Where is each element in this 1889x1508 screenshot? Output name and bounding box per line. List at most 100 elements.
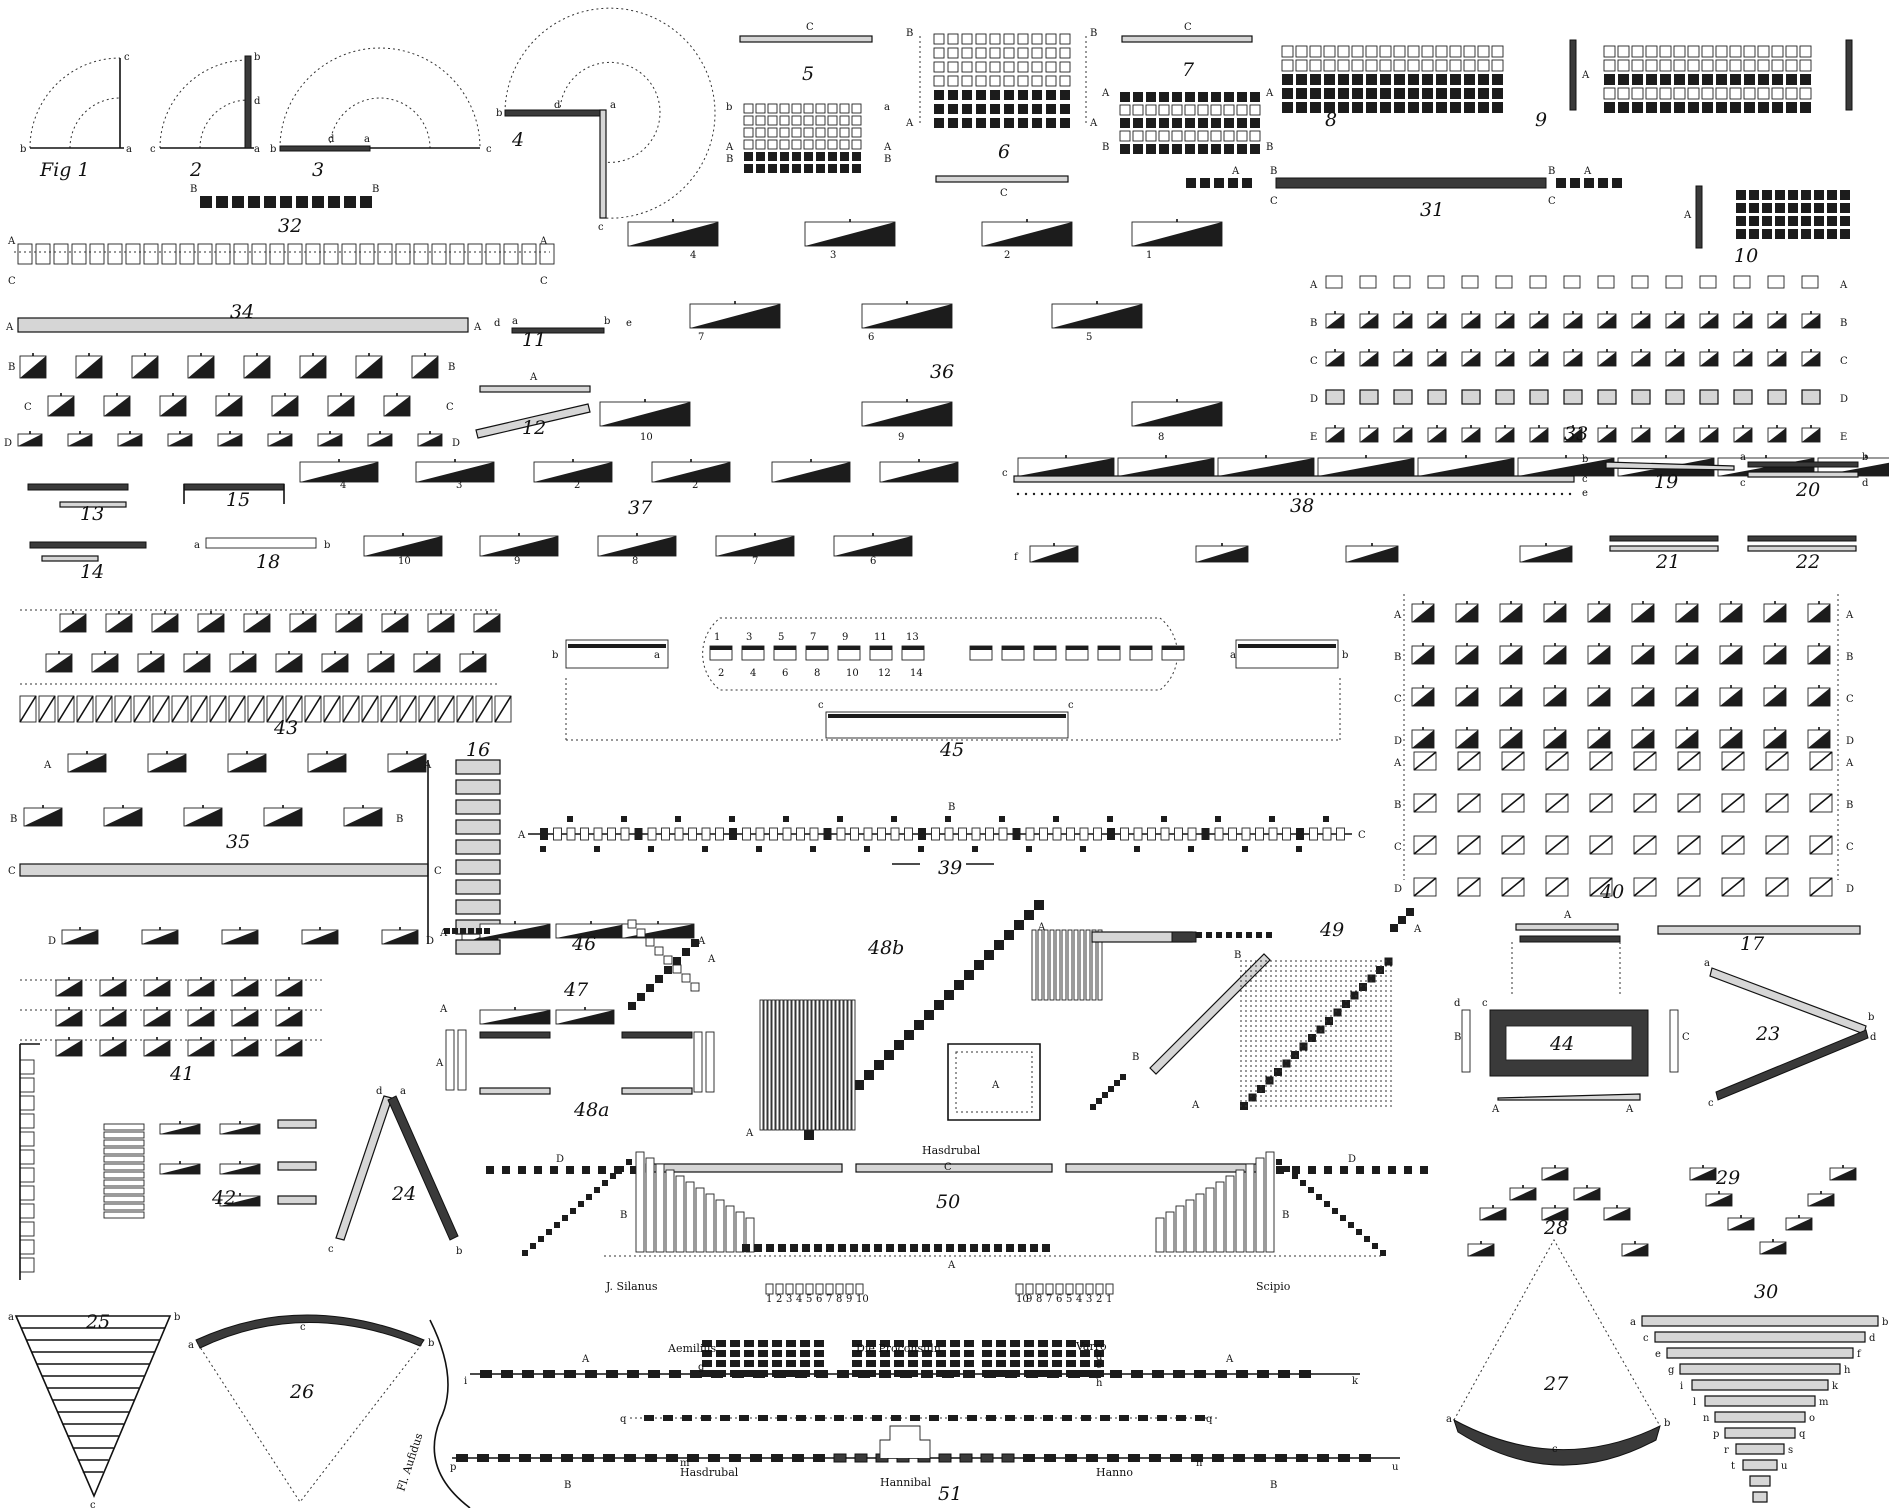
unit-square: [1310, 828, 1318, 840]
unit-square: [1110, 1370, 1122, 1378]
line-bar: [622, 1032, 692, 1038]
grid-square: [1380, 60, 1391, 71]
unit-square: [518, 1166, 526, 1174]
unit-square: [950, 1350, 960, 1357]
grid-square: [852, 128, 861, 137]
grid-square: [1172, 131, 1182, 141]
unit-square: [1010, 1360, 1020, 1367]
grid-square: [1744, 60, 1755, 71]
unit-square: [663, 1415, 673, 1421]
grid-square: [1814, 216, 1824, 226]
unit-square: [964, 1360, 974, 1367]
unit-square: [1134, 828, 1142, 840]
stacked-unit: [104, 1172, 144, 1178]
letter-g: g: [1668, 1365, 1675, 1376]
unit-square: [1632, 276, 1648, 288]
grid-square: [1060, 76, 1070, 86]
unit-square: [675, 828, 683, 840]
grid-square: [1827, 190, 1837, 200]
grid-square: [1730, 60, 1741, 71]
letter-b: b: [726, 102, 732, 113]
grid-square: [1730, 102, 1741, 113]
grid-square: [962, 104, 972, 114]
grid-square: [1772, 74, 1783, 85]
grid-square: [962, 118, 972, 128]
grid-square: [1702, 102, 1713, 113]
unit-square: [729, 828, 737, 840]
unit-square: [1734, 276, 1750, 288]
unit-square: [754, 1244, 762, 1252]
grid-square: [1310, 102, 1321, 113]
grid-square: [1408, 88, 1419, 99]
soldier-dot: [1529, 493, 1531, 495]
unit-square: [1080, 1370, 1090, 1377]
file-column: [646, 1158, 654, 1252]
unit-square: [1388, 1166, 1396, 1174]
soldier-dot: [1113, 493, 1115, 495]
grid-square: [1840, 203, 1850, 213]
file-stripe: [784, 1000, 787, 1130]
column: [245, 56, 251, 148]
unit-square: [850, 1244, 858, 1252]
grid-square: [1436, 74, 1447, 85]
grid-square: [1775, 216, 1785, 226]
grid-square: [1380, 88, 1391, 99]
letter-a: a: [400, 1086, 406, 1097]
grid-square: [1716, 102, 1727, 113]
grid-square: [1408, 74, 1419, 85]
grid-square: [792, 128, 801, 137]
stacked-unit: [456, 860, 500, 874]
file-stripe: [1062, 930, 1066, 1000]
grid-square: [1032, 48, 1042, 58]
letter-E: E: [1310, 432, 1317, 443]
unit-edge: [870, 646, 892, 650]
grid-square: [756, 116, 765, 125]
unit-square: [1236, 932, 1242, 938]
grid-square: [1827, 216, 1837, 226]
unit-square: [1094, 1370, 1104, 1377]
unit-square: [982, 1340, 992, 1347]
column-edge: [568, 644, 666, 648]
unit-square: [936, 1370, 946, 1377]
line-bar: [622, 1088, 692, 1094]
grid-square: [1702, 60, 1713, 71]
unit-square: [1390, 924, 1398, 932]
grid-square: [1133, 118, 1143, 128]
leg-bar: [336, 1096, 392, 1240]
file-column: [458, 1030, 466, 1090]
grid-square: [840, 164, 849, 173]
wing-square: [1242, 178, 1252, 188]
unit-square: [908, 1370, 918, 1377]
unit-square: [328, 196, 340, 208]
grid-square: [1310, 60, 1321, 71]
grid-square: [1762, 229, 1772, 239]
unit-square: [716, 1340, 726, 1347]
soldier-dot: [1209, 493, 1211, 495]
soldier-dot: [1393, 493, 1395, 495]
soldier-dot: [1025, 493, 1027, 495]
stair-square: [530, 1243, 536, 1249]
wing-square: [1598, 178, 1608, 188]
unit-square: [908, 1360, 918, 1367]
stair-square: [673, 965, 681, 973]
unit-square: [468, 928, 474, 934]
unit-square: [742, 1244, 750, 1252]
letter-a: a: [1630, 1317, 1636, 1328]
column: [1570, 40, 1576, 110]
grid-square: [852, 116, 861, 125]
unit-square: [1296, 828, 1304, 840]
letter-b: b: [324, 540, 330, 551]
unit-square: [1338, 1454, 1350, 1462]
unit-square: [1157, 1415, 1167, 1421]
grid-square: [1004, 104, 1014, 114]
grid-square: [1801, 229, 1811, 239]
grid-square: [1237, 144, 1247, 154]
grid-square: [1172, 105, 1182, 115]
letter-a: a: [8, 1312, 14, 1323]
grid-square: [1716, 46, 1727, 57]
unit-square: [934, 1244, 942, 1252]
wing-square: [1584, 178, 1594, 188]
grid-square: [1120, 118, 1130, 128]
grid-square: [962, 48, 972, 58]
stair-square: [546, 1229, 552, 1235]
